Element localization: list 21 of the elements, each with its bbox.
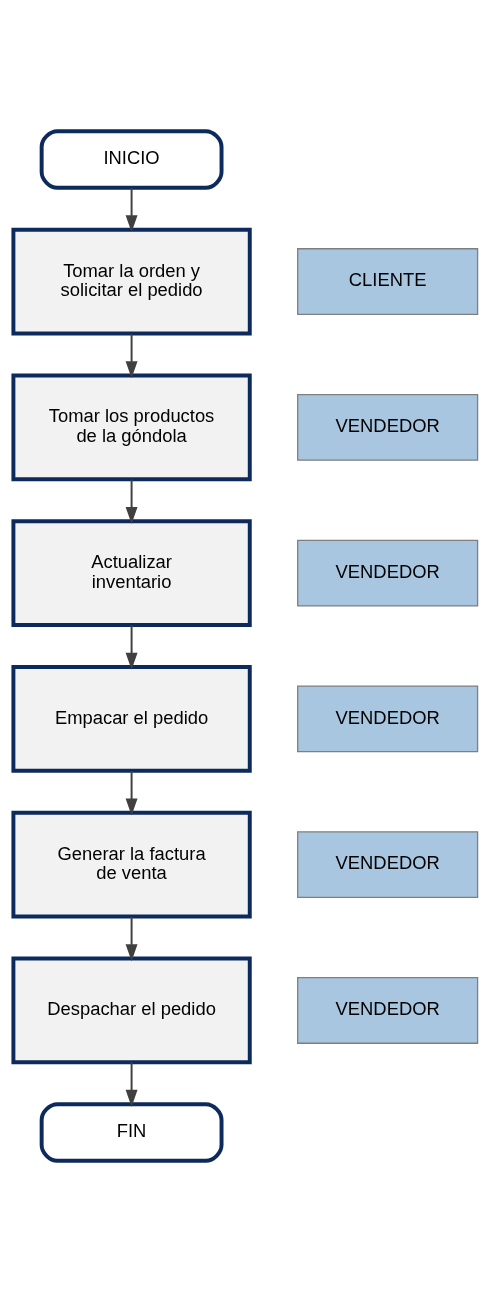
node-box: VENDEDOR (297, 684, 479, 752)
node-box: Generar la factura de venta (11, 810, 252, 918)
arrow (125, 332, 138, 378)
node-box: VENDEDOR (297, 976, 479, 1044)
node-box: INICIO (39, 128, 224, 190)
node-box: VENDEDOR (297, 539, 479, 607)
arrow (125, 915, 138, 961)
node-box: VENDEDOR (297, 830, 479, 898)
arrow (125, 623, 138, 670)
arrow (125, 186, 138, 232)
node-box: VENDEDOR (297, 393, 479, 461)
node-box: CLIENTE (297, 247, 479, 315)
node-box: Despachar el pedido (11, 956, 252, 1064)
arrow (125, 1060, 138, 1107)
node-box: Tomar los productos de la góndola (11, 373, 252, 481)
arrow (125, 478, 138, 524)
node-box: Empacar el pedido (11, 664, 252, 773)
node-box: Tomar la orden y solicitar el pedido (11, 227, 252, 335)
arrow (125, 769, 138, 816)
node-box: FIN (39, 1101, 224, 1163)
node-box: Actualizar inventario (11, 518, 252, 627)
